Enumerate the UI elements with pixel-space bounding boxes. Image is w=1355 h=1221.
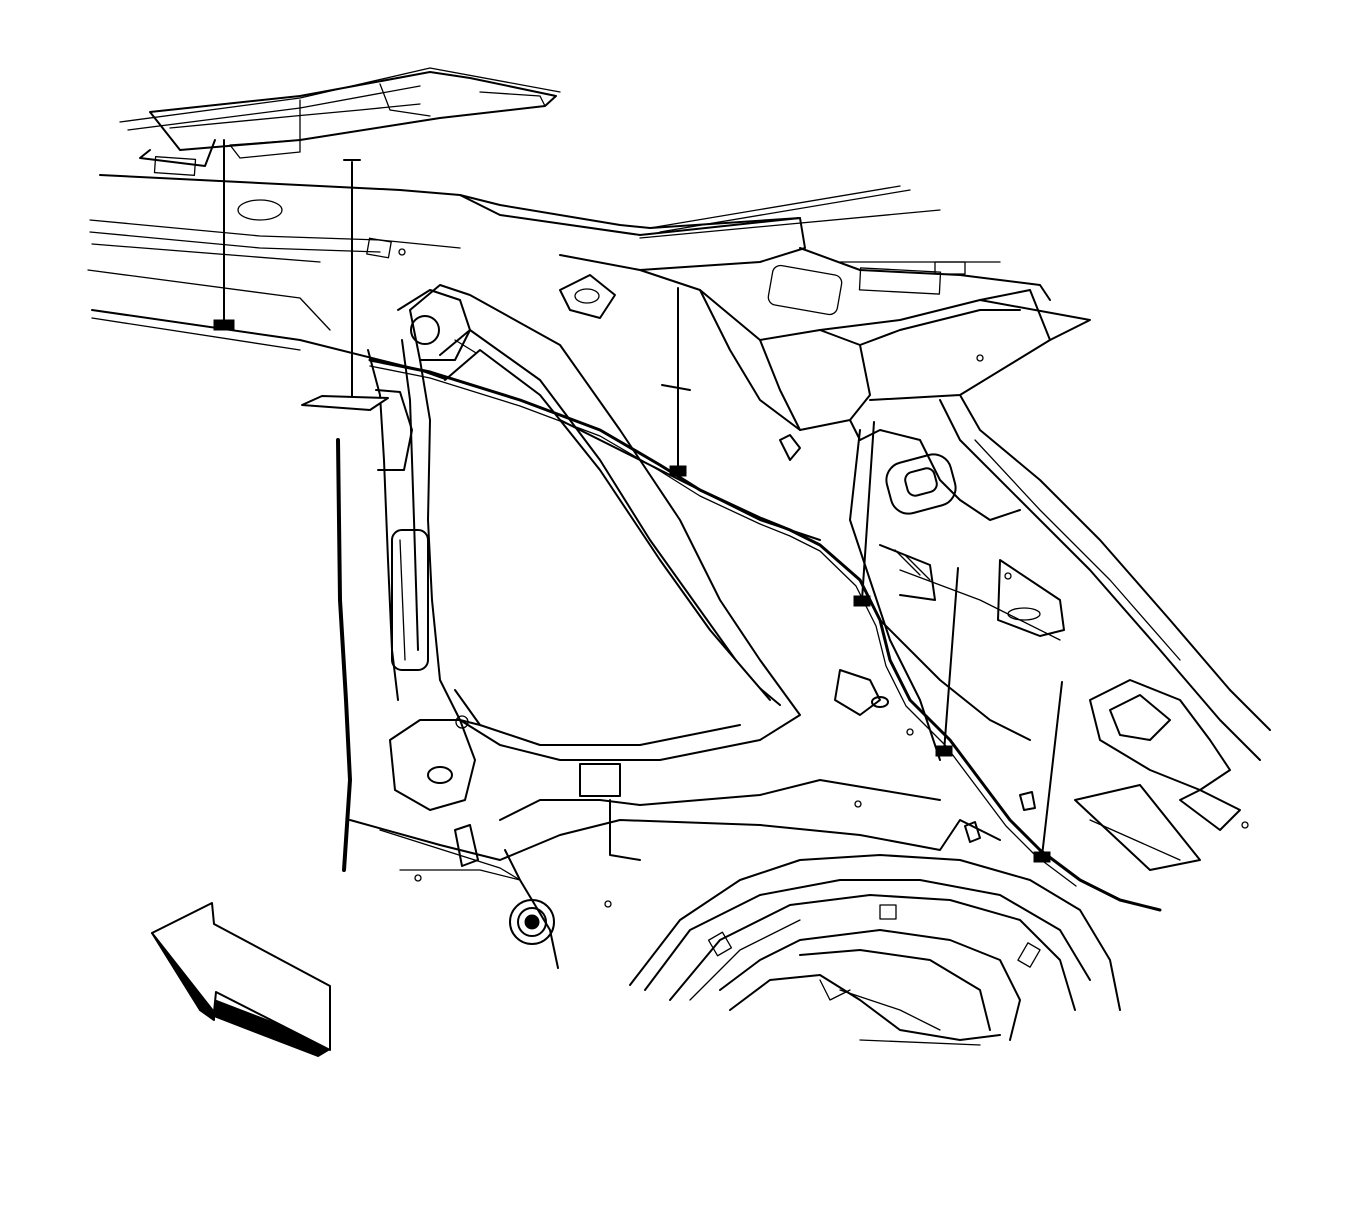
fastener-callouts: [213, 139, 1063, 863]
roof-rail-assembly: [87, 67, 1051, 541]
direction-arrow-icon: [151, 902, 331, 1057]
fastener-icon: [213, 319, 1051, 863]
grommet-icon: [509, 899, 555, 945]
rear-pillar-structure: [414, 269, 1271, 908]
rear-wheelhouse: [629, 854, 1121, 1046]
quarter-inner-panel: [336, 284, 1001, 881]
